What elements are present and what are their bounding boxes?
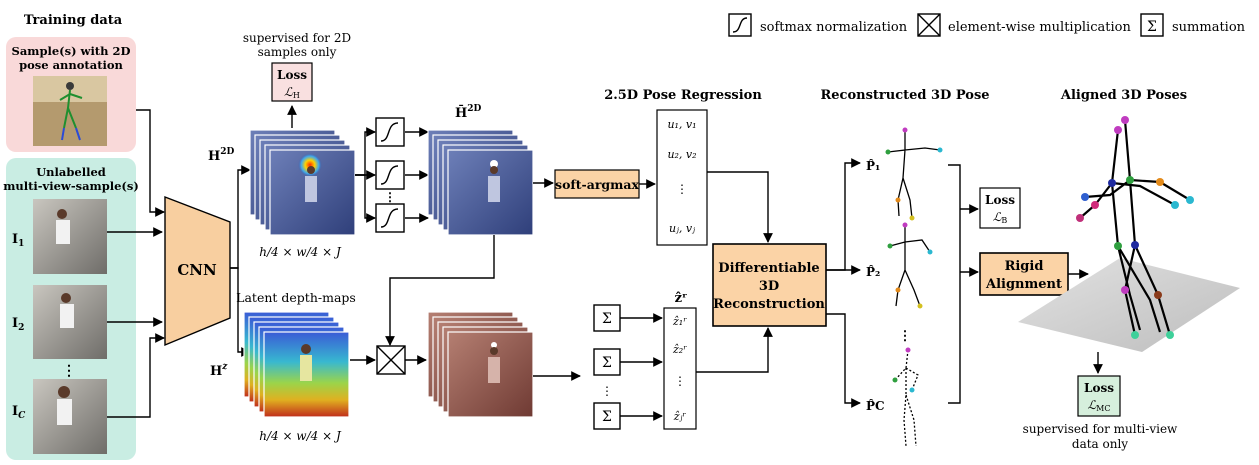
softmax-nodes: ⋮ xyxy=(375,117,405,233)
svg-text:⋮: ⋮ xyxy=(899,329,912,344)
view-ellipsis: ⋮ xyxy=(62,363,76,379)
cnn-label: CNN xyxy=(177,261,217,279)
legend: softmax normalization element-wise multi… xyxy=(728,13,1246,37)
legend-softmax-label: softmax normalization xyxy=(760,20,908,35)
z-entry-1: ẑ₁ʳ xyxy=(672,315,687,328)
z-entry-j: ẑⱼʳ xyxy=(673,410,687,423)
view-label-1: I1 xyxy=(12,232,24,249)
input-arrows xyxy=(107,109,165,418)
uv-entry-1: u₁, v₁ xyxy=(667,118,696,131)
loss-mc-title: Loss xyxy=(1084,381,1114,395)
regression-title: 2.5D Pose Regression xyxy=(604,88,762,103)
recon-out-arrows xyxy=(826,158,861,408)
normalized-symbol: H̄2D xyxy=(455,104,482,121)
pose-p1-label: P̂₁ xyxy=(866,158,880,173)
loss-h-box: Loss ℒH xyxy=(271,62,313,102)
skeleton-p2 xyxy=(887,222,933,309)
reconstruction-box: Differentiable 3D Reconstruction xyxy=(712,243,827,327)
sum-to-z-arrows xyxy=(620,313,663,421)
depth-stack xyxy=(243,311,350,418)
pose-p2-label: P̂₂ xyxy=(866,264,880,279)
heatmap-symbol: H2D xyxy=(208,147,235,164)
summation-icon xyxy=(1140,13,1164,37)
aligned-title: Aligned 3D Poses xyxy=(1060,88,1187,103)
heatmap-note-line1: supervised for 2D xyxy=(243,31,351,45)
loss-b-box: Loss ℒB xyxy=(979,187,1021,229)
svg-text:⋮: ⋮ xyxy=(601,384,613,398)
aligned-poses-render xyxy=(1018,116,1240,352)
uv-entry-2: u₂, v₂ xyxy=(667,148,696,161)
view-label-2: I2 xyxy=(12,316,24,333)
summation-nodes: Σ Σ Σ ⋮ xyxy=(593,304,621,430)
labelled-box-line1: Sample(s) with 2D xyxy=(12,44,131,58)
recon-line2: 3D xyxy=(759,279,779,294)
recon-brace xyxy=(948,164,979,404)
unlabelled-box-line1: Unlabelled xyxy=(36,165,106,179)
svg-text:Σ: Σ xyxy=(602,355,612,371)
loss-h-symbol: ℒH xyxy=(284,85,300,100)
soft-argmax-label: soft-argmax xyxy=(555,177,639,192)
view-label-c: IC xyxy=(12,404,26,421)
cnn-block: CNN xyxy=(164,195,231,347)
recon-line1: Differentiable xyxy=(718,261,819,276)
svg-text:Σ: Σ xyxy=(602,409,612,425)
skeleton-p1 xyxy=(885,127,943,221)
legend-sum-label: summation xyxy=(1172,20,1246,35)
uv-vector: u₁, v₁ u₂, v₂ ⋮ uⱼ, vⱼ xyxy=(656,109,708,246)
legend-multiply-label: element-wise multiplication xyxy=(948,20,1131,35)
depth-title: Latent depth-maps xyxy=(236,290,356,305)
rigid-alignment-box: Rigid Alignment xyxy=(979,252,1069,296)
rigid-line2: Alignment xyxy=(985,277,1062,292)
z-ellipsis: ⋮ xyxy=(674,374,686,388)
multiply-node xyxy=(376,345,406,375)
loss-mc-box: Loss ℒMC xyxy=(1077,375,1121,417)
loss-b-symbol: ℒB xyxy=(993,210,1008,225)
training-data-panel: Training data Sample(s) with 2D pose ann… xyxy=(3,13,139,460)
depth-symbol: Hz xyxy=(210,362,228,379)
loss-mc-note-line1: supervised for multi-view xyxy=(1023,422,1178,436)
weighted-depth-stack xyxy=(427,311,534,418)
heatmap-dims: h/4 × w/4 × J xyxy=(259,245,342,259)
loss-h-title: Loss xyxy=(277,68,307,82)
loss-b-title: Loss xyxy=(985,193,1015,207)
unlabelled-box-line2: multi-view-sample(s) xyxy=(3,179,139,193)
recon-line3: Reconstruction xyxy=(713,297,825,312)
pose-pc-label: P̂C xyxy=(866,398,885,413)
z-vector-title: ẑʳ xyxy=(675,291,688,306)
recon-pose-title: Reconstructed 3D Pose xyxy=(820,88,989,103)
skeleton-pc xyxy=(892,347,919,447)
uv-entry-j: uⱼ, vⱼ xyxy=(669,222,695,235)
labelled-box-line2: pose annotation xyxy=(19,58,123,72)
z-entry-2: ẑ₂ʳ xyxy=(672,343,687,356)
depth-dims: h/4 × w/4 × J xyxy=(259,429,342,443)
heatmap-note-line2: samples only xyxy=(258,45,337,59)
training-title: Training data xyxy=(24,13,123,28)
soft-argmax-box: soft-argmax xyxy=(554,169,640,199)
loss-mc-symbol: ℒMC xyxy=(1088,398,1111,413)
loss-mc-note-line2: data only xyxy=(1072,437,1128,451)
svg-text:Σ: Σ xyxy=(602,311,612,327)
heatmap-stack xyxy=(249,129,356,236)
to-softmax-arrows xyxy=(355,127,429,223)
uv-ellipsis: ⋮ xyxy=(676,182,688,196)
svg-text:Σ: Σ xyxy=(1147,19,1157,35)
rigid-line1: Rigid xyxy=(1005,259,1044,274)
z-vector: ẑ₁ʳ ẑ₂ʳ ⋮ ẑⱼʳ xyxy=(663,307,697,430)
normalized-stack xyxy=(427,129,534,236)
svg-text:⋮: ⋮ xyxy=(384,190,396,204)
